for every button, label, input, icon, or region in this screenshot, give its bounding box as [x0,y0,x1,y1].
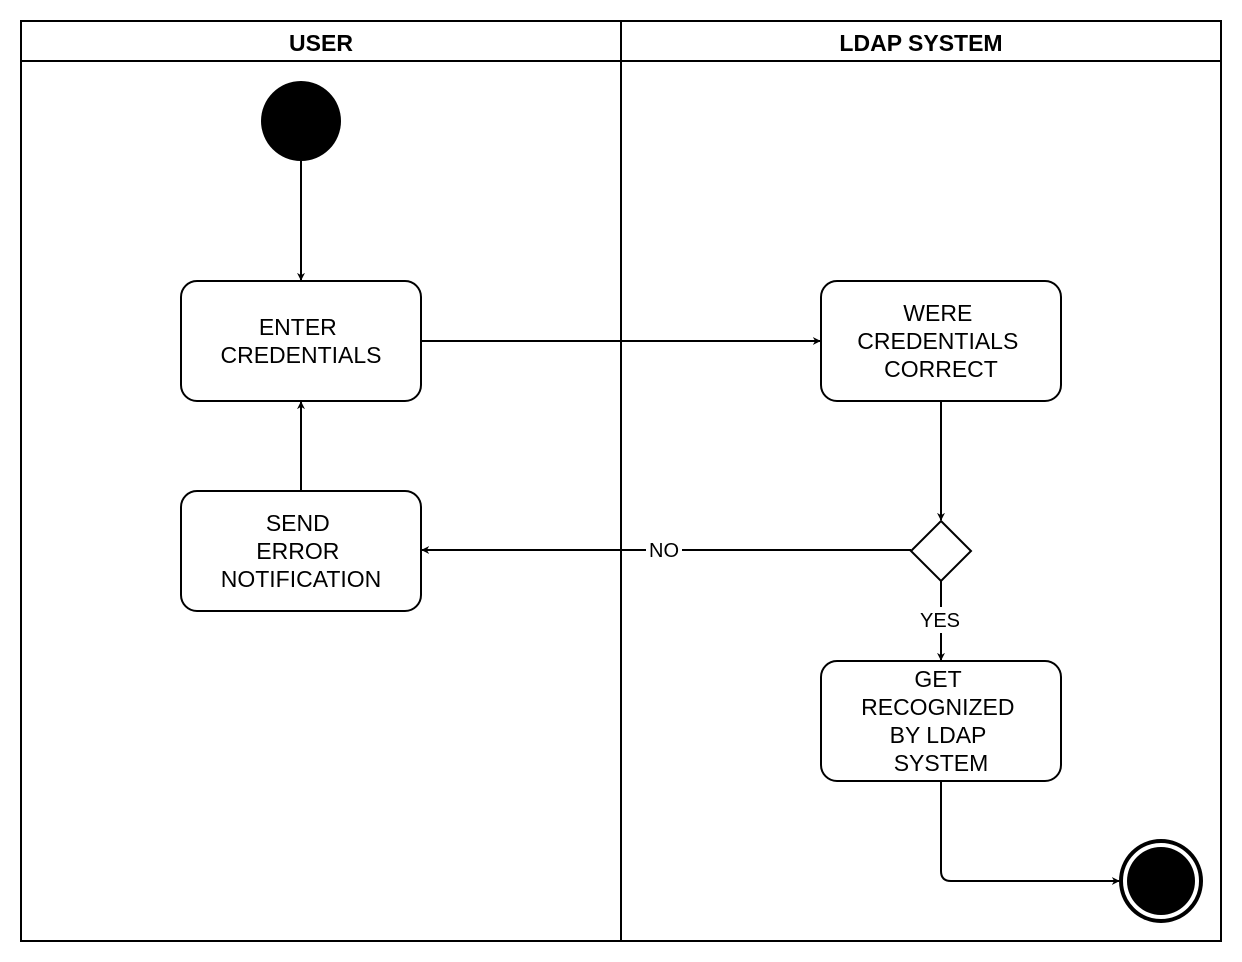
lane-title-ldap-system: LDAP SYSTEM [839,30,1002,56]
activity-label-line: RECOGNIZED [861,694,1014,720]
activity-label-line: GET [914,666,961,692]
activity-label: WERE CREDENTIALS CORRECT [857,300,1024,382]
activity-get-recognized: GET RECOGNIZED BY LDAP SYSTEM [820,660,1062,782]
activity-label-line: WERE [903,300,972,326]
decision-node [909,519,973,583]
activity-label-line: SEND [266,510,330,536]
activity-label-line: ERROR [256,538,339,564]
edge-label-yes: YES [920,610,960,632]
start-node [261,81,341,161]
activity-label-line: ENTER [259,314,337,340]
activity-label-line: CREDENTIALS [857,328,1018,354]
activity-label-line: BY LDAP [890,722,986,748]
activity-label: GET RECOGNIZED BY LDAP SYSTEM [861,666,1021,776]
edge-label-no: NO [649,540,679,562]
activity-label-line: CORRECT [884,356,998,382]
end-node [1119,839,1203,923]
activity-were-credentials-correct: WERE CREDENTIALS CORRECT [820,280,1062,402]
activity-label-line: SYSTEM [894,750,989,776]
edge-recognized-to-end [940,781,1120,885]
activity-label-line: NOTIFICATION [221,566,382,592]
swimlane-frame: USER LDAP SYSTEM [20,20,1222,942]
activity-label: SEND ERROR NOTIFICATION [221,510,382,592]
lane-title-user: USER [289,30,353,56]
activity-box [180,280,422,402]
edges [297,161,1120,885]
activity-label-line: CREDENTIALS [220,342,381,368]
activity-box [180,490,422,612]
end-node-core [1127,847,1195,915]
activity-enter-credentials: ENTER CREDENTIALS [180,280,422,402]
activity-send-error-notification: SEND ERROR NOTIFICATION [180,490,422,612]
activity-label: ENTER CREDENTIALS [220,314,381,368]
activity-box [820,660,1062,782]
activity-box [820,280,1062,402]
